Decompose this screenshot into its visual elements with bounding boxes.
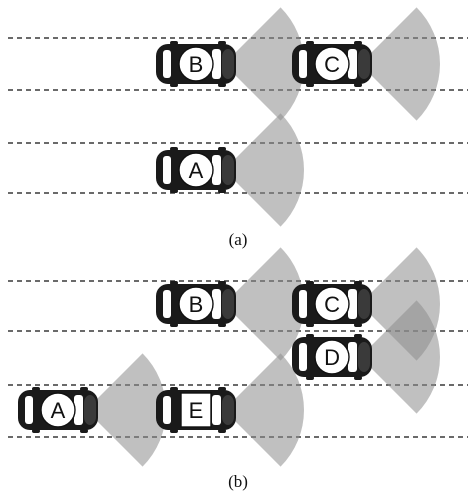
windshield — [348, 342, 357, 372]
car-label: A — [189, 158, 204, 183]
car-label: C — [324, 292, 340, 317]
wheel — [306, 281, 314, 285]
car-badge — [178, 286, 214, 322]
panel-b-car-a-sensor-field — [86, 353, 166, 467]
wheel — [354, 334, 362, 338]
windshield — [212, 395, 221, 425]
car-label: A — [51, 398, 66, 423]
rear-window — [163, 290, 171, 318]
wheel — [170, 147, 178, 151]
wheel — [354, 281, 362, 285]
wheel — [306, 323, 314, 327]
car-badge — [178, 152, 214, 188]
car-hood — [358, 342, 370, 372]
cars: B C A B C D A E — [18, 41, 372, 433]
car-hood — [358, 289, 370, 319]
wheel — [170, 83, 178, 87]
car-label: B — [189, 292, 204, 317]
wheel — [80, 387, 88, 391]
car-hood — [84, 395, 96, 425]
panel-a-caption: (a) — [229, 230, 248, 249]
panel-a-car-c: C — [292, 41, 372, 87]
car-badge — [178, 46, 214, 82]
rear-window — [163, 396, 171, 424]
car-badge — [180, 392, 212, 428]
wheel — [170, 323, 178, 327]
rear-window — [299, 290, 307, 318]
panel-b-car-c: C — [292, 281, 372, 327]
wheel — [170, 41, 178, 45]
windshield — [348, 49, 357, 79]
wheel — [354, 376, 362, 380]
panel-b-car-b-sensor-field — [224, 247, 304, 361]
windshield — [212, 289, 221, 319]
windshield — [348, 289, 357, 319]
car-label: D — [324, 345, 340, 370]
wheel — [218, 323, 226, 327]
car-hood — [222, 395, 234, 425]
lane-lines — [8, 37, 468, 438]
car-label: B — [189, 52, 204, 77]
panel-a-car-a: A — [156, 147, 236, 193]
wheel — [354, 323, 362, 327]
panel-b-car-b: B — [156, 281, 236, 327]
wheel — [218, 147, 226, 151]
car-hood — [222, 49, 234, 79]
car-badge — [40, 392, 76, 428]
rear-window — [299, 343, 307, 371]
wheel — [354, 41, 362, 45]
wheel — [306, 41, 314, 45]
windshield — [74, 395, 83, 425]
wheel — [306, 83, 314, 87]
car-badge — [314, 46, 350, 82]
panel-b-car-d-sensor-field — [360, 300, 440, 414]
windshield — [212, 49, 221, 79]
panel-a-car-b: B — [156, 41, 236, 87]
panel-b-car-a: A — [18, 387, 98, 433]
wheel — [218, 281, 226, 285]
wheel — [354, 83, 362, 87]
panel-b-car-e-sensor-field — [224, 353, 304, 467]
car-hood — [358, 49, 370, 79]
sensor-fields — [86, 7, 440, 467]
wheel — [218, 83, 226, 87]
wheel — [218, 189, 226, 193]
car-hood — [222, 289, 234, 319]
wheel — [170, 429, 178, 433]
rear-window — [163, 50, 171, 78]
wheel — [80, 429, 88, 433]
wheel — [170, 189, 178, 193]
wheel — [32, 387, 40, 391]
panel-a-car-c-sensor-field — [360, 7, 440, 121]
panel-a-car-a-sensor-field — [224, 113, 304, 227]
panel-b-car-d: D — [292, 334, 372, 380]
panel-b-car-e: E — [156, 387, 236, 433]
wheel — [218, 41, 226, 45]
car-badge — [314, 339, 350, 375]
wheel — [306, 376, 314, 380]
panel-a-car-b-sensor-field — [224, 7, 304, 121]
rear-window — [163, 156, 171, 184]
rear-window — [299, 50, 307, 78]
car-label: E — [189, 398, 204, 423]
car-label: C — [324, 52, 340, 77]
wheel — [218, 387, 226, 391]
wheel — [170, 281, 178, 285]
car-badge — [314, 286, 350, 322]
wheel — [170, 387, 178, 391]
wheel — [306, 334, 314, 338]
wheel — [218, 429, 226, 433]
wheel — [32, 429, 40, 433]
windshield — [212, 155, 221, 185]
rear-window — [25, 396, 33, 424]
car-hood — [222, 155, 234, 185]
panel-b-caption: (b) — [228, 472, 248, 491]
